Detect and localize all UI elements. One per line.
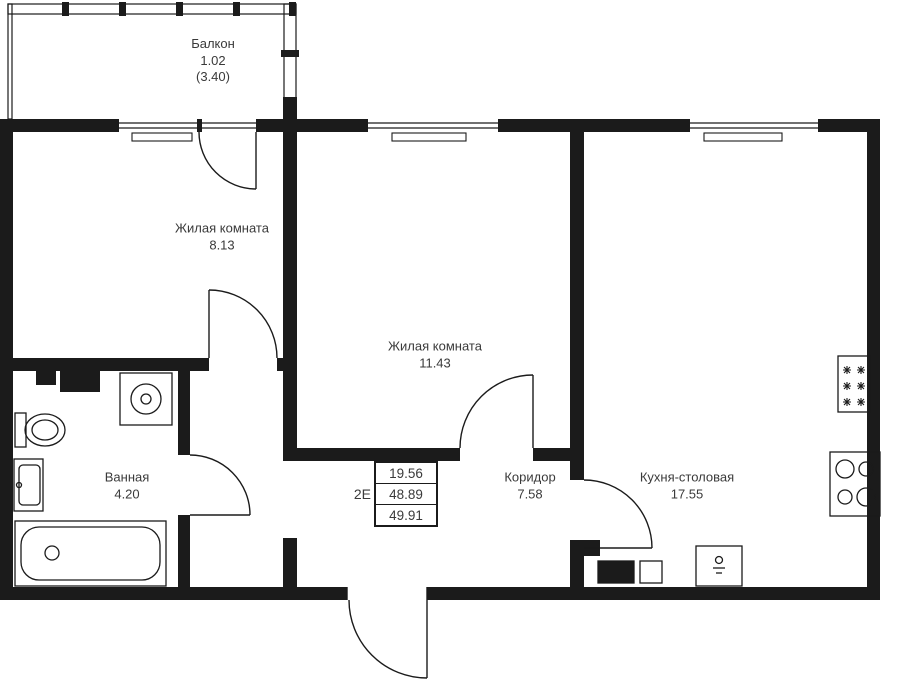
room2-door-icon: [459, 374, 534, 449]
room-name: Коридор: [504, 469, 556, 485]
room-area: 11.43: [419, 355, 451, 370]
room-label-room2: Жилая комната 11.43: [388, 338, 482, 371]
room-area: 4.20: [114, 486, 140, 501]
window-room1: [114, 119, 256, 132]
room-label-corridor: Коридор 7.58: [504, 469, 555, 502]
stove-icon: [829, 451, 881, 517]
room-label-balcony: Балкон 1.02 (3.40): [191, 36, 235, 86]
bathroom-fixtures: [13, 372, 173, 587]
room-area: 7.58: [517, 486, 543, 501]
entrance-door-icon: [346, 587, 428, 679]
kitchen-door-icon: [583, 479, 653, 549]
toilet-icon: [14, 412, 66, 448]
unit-type-label: 2Е: [353, 486, 371, 502]
radiator-icon: [131, 132, 193, 142]
kitchen-sink-icon: [695, 545, 743, 587]
balcony-door-icon: [198, 131, 257, 190]
cabinet-icon: [597, 560, 663, 584]
balcony-railing: [7, 2, 299, 120]
unit-living-area: 19.56: [389, 465, 423, 481]
appliance-icon: [837, 355, 871, 413]
room-area: 17.55: [670, 486, 704, 501]
room-area: 1.02: [200, 52, 226, 68]
room-name: Жилая комната: [388, 338, 482, 354]
room-area: 8.13: [209, 237, 235, 252]
room-label-kitchen: Кухня-столовая 17.55: [640, 469, 734, 502]
kitchen-fixtures: [597, 355, 881, 587]
unit-area: 48.89: [376, 483, 436, 504]
walls: [0, 119, 880, 600]
room-area-full: (3.40): [196, 69, 230, 85]
room1-door-icon: [208, 289, 278, 359]
bathroom-door-icon: [189, 454, 251, 516]
radiator-icon: [391, 132, 467, 142]
room-label-bathroom: Ванная 4.20: [105, 469, 150, 502]
doors: [189, 131, 653, 679]
radiator-icon: [703, 132, 783, 142]
washing-machine-icon: [119, 372, 173, 426]
room-label-room1: Жилая комната 8.13: [175, 220, 269, 253]
unit-info-box: 2Е 19.56 48.89 49.91: [354, 461, 438, 527]
unit-total-area: 49.91: [376, 504, 436, 525]
window-room2: [368, 122, 498, 129]
room-name: Кухня-столовая: [639, 469, 735, 485]
washbasin-icon: [13, 458, 44, 512]
radiators: [131, 132, 783, 142]
room-name: Жилая комната: [175, 220, 269, 236]
bathtub-icon: [14, 520, 167, 587]
window-kitchen: [690, 122, 818, 129]
room-name: Ванная: [104, 469, 150, 485]
room-name: Балкон: [191, 36, 235, 52]
windows: [114, 119, 818, 132]
